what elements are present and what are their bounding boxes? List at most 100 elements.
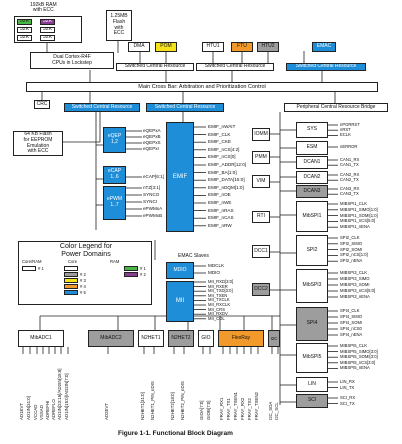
dcan2-signal: CAN2_RX: [340, 172, 360, 177]
eqep-sig-4: eQEPxI: [143, 146, 159, 151]
mibadc1-signal: AD1IN[23:16]/AD2IN[15:8]: [57, 368, 62, 421]
mibspi1-signal: MIBSPI1_SIMO[1:0]: [340, 206, 378, 212]
rti-block: RTI: [252, 211, 270, 223]
sci-signal: SCI_TX: [340, 400, 355, 406]
dcc2-block: DCC2: [252, 283, 270, 296]
mibspi5-signal: MIBSPI5_nCS[3:0]: [340, 359, 376, 365]
mdio-signal: MDIO: [208, 270, 220, 275]
legend-swatch-core-4: [64, 284, 78, 289]
sys-signal: ECLK: [340, 132, 351, 138]
mibspi5-signal: MIBSPI5_SIMO[3:0]: [340, 348, 378, 354]
legend-title: Color Legend for Power Domains: [59, 243, 113, 258]
mii-signal: MII_RXD[3:0]: [208, 279, 234, 284]
emif-signal: EMIF_nCAS: [208, 215, 234, 221]
crc-block: CRC: [34, 100, 50, 109]
legend-entry-2: # 2: [80, 272, 86, 277]
emif-signal: EMIF_nWAIT: [208, 124, 236, 129]
sci-signal: SCI_RX: [340, 395, 356, 400]
legend-core-ram-label: Core/RAM: [22, 259, 42, 264]
main-crossbar: Main Cross Bar: Arbitration and Prioriti…: [26, 82, 378, 92]
eqep-sig-3: eQEPxS: [143, 140, 161, 145]
legend-swatch-core-3: [64, 278, 78, 283]
sci-block: SCI: [296, 394, 328, 408]
spi4-signal: SPI4_CLK: [340, 308, 360, 313]
emif-block: EMIF: [166, 122, 194, 232]
mibspi3-signal: MIBSPI3_SIMO: [340, 276, 370, 281]
mibadc1-signal: AD1IN[31:0]: [26, 396, 31, 420]
mii-signal: MII_TXD[3:0]: [208, 288, 233, 294]
flexray-signal: FRAY_TX1: [226, 398, 231, 420]
dcan1-signal: CAN1_RX: [340, 157, 360, 162]
mibadc1-block: MibADC1: [18, 330, 64, 347]
cpu-block: Dual Cortex-R4F CPUs in Lockstep: [30, 52, 114, 69]
mibadc1-signal: VSSAD: [39, 405, 44, 420]
mibadc2-signal: AD2EVT: [104, 402, 109, 420]
mibspi5-signal: MIBSPI5_SOMI[3:0]: [340, 354, 378, 360]
n2het1-block: N2HET1: [138, 330, 164, 347]
peripheral-bridge: Peripheral Central Resource Bridge: [284, 103, 388, 112]
dcan2-signal: CAN2_TX: [340, 177, 359, 183]
mibadc1-signal: AD1IN[15:0]/AD2IN[7:0]: [64, 373, 69, 420]
emif-signal: EMIF_nRW: [208, 222, 232, 228]
eeprom-flash-block: 64 KB Flash for EEPROM Emulation with EC…: [13, 131, 63, 156]
spi2-signal: SPI2_nENA: [340, 258, 363, 264]
spi4-block: SPI4: [296, 307, 328, 341]
legend-swatch-ram-2: [124, 272, 138, 277]
spi2-block: SPI2: [296, 235, 328, 266]
legend-swatch-core-5: [64, 290, 78, 295]
iomm-block: IOMM: [252, 128, 270, 141]
sys-block: SYS: [296, 122, 328, 138]
legend-ram-label: RAM: [110, 259, 120, 264]
emif-signal: EMIF_nCS[4:2]: [208, 146, 240, 152]
emif-signal: EMIF_ADDR[12:0]: [208, 162, 247, 167]
i2c-block: I2C: [268, 330, 280, 347]
mibadc1-signal: AD1EVT: [19, 402, 24, 420]
mibspi1-signal: MIBSPI1_nENA: [340, 224, 370, 230]
dcan1-block: DCAN1: [296, 156, 328, 169]
mibadc1-signal: VCCAD: [33, 404, 38, 420]
legend-entry-1: # 1: [38, 266, 44, 271]
mdio-signal: MDCLK: [208, 263, 225, 268]
mibadc2-block: MibADC2: [88, 330, 134, 347]
spi2-signal: SPI2_SIMO: [340, 240, 363, 246]
mibspi5-signal: MIBSPI5_CLK: [340, 343, 367, 348]
ram-cell-6: 32K: [40, 35, 55, 41]
dma-block: DMA: [128, 42, 150, 52]
mii-signal: MII_RXER: [208, 283, 228, 289]
ecap-sig-1: eCAP[6:1]: [143, 174, 164, 179]
flash-block: 1.25MB Flash with ECC: [106, 10, 132, 41]
flexray-block: FlexRay: [218, 330, 264, 347]
ftu-block: FTU: [231, 42, 253, 52]
spi4-signal: SPI4_SOMI: [340, 320, 363, 325]
mibspi5-block: MibSPI5: [296, 343, 328, 373]
emif-signal: EMIF_nDQM[1:0]: [208, 184, 244, 190]
scr-1: Switched Central Resource: [116, 63, 194, 71]
mibspi3-signal: MIBSPI3_nENA: [340, 294, 370, 299]
dcan3-signal: CAN3_RX: [340, 186, 360, 191]
emif-signal: EMIF_BA[1:0]: [208, 169, 237, 175]
mibspi1-signal: MIBSPI1_SOMI[1:0]: [340, 212, 378, 218]
lin-signal: LIN_TX: [340, 384, 355, 390]
epwm-sig-3: SYNCI: [143, 199, 158, 204]
i2c-signal: I2C_SDA: [268, 401, 273, 420]
vim-block: VIM: [252, 175, 270, 188]
mibspi3-signal: MIBSPI3_SOMI: [340, 282, 370, 287]
legend-entry-6: # 1: [140, 266, 146, 271]
legend-entry-7: # 2: [140, 272, 146, 277]
emif-signal: EMIF_CLK: [208, 131, 231, 137]
epwm-sig-1: nTZ[3:1]: [143, 185, 161, 190]
dcan3-block: DCAN3: [296, 185, 328, 198]
lin-signal: LIN_RX: [340, 379, 355, 384]
eqep-block: eQEP 1,2: [103, 127, 126, 153]
scr-2: Switched Central Resource: [196, 63, 274, 71]
figure-caption: Figure 1-1. Functional Block Diagram: [118, 430, 233, 437]
flexray-signal: FRAY_TXEN1: [233, 392, 238, 420]
n2het1-signal: N2HET1[31:0]: [140, 392, 145, 420]
htu1-block: HTU1: [202, 42, 224, 52]
mdio-block: MDIO: [166, 262, 194, 279]
esm-signal: nERROR: [340, 144, 358, 149]
spi4-signal: SPI4_SIMO: [340, 314, 363, 319]
mii-signal: MII_RXDV: [208, 311, 228, 317]
scr-emif: Switched Central Resource: [146, 103, 224, 112]
